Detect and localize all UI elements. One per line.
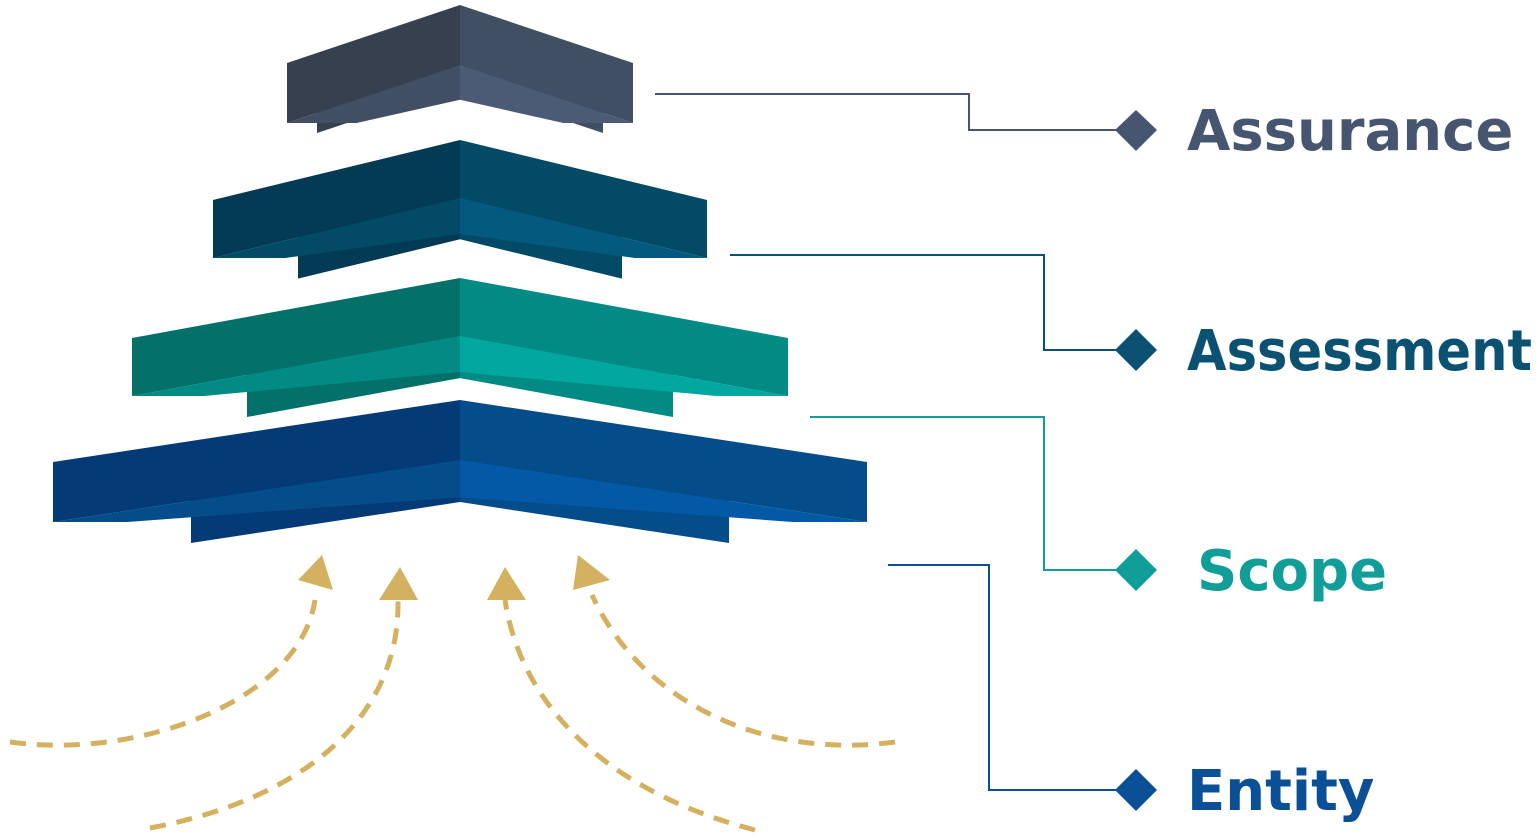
frame-outer-wall xyxy=(213,140,460,258)
layer-frames xyxy=(53,5,867,544)
arrowhead-icon xyxy=(379,567,418,600)
frame-entity xyxy=(53,400,867,544)
frame-scope xyxy=(132,278,788,418)
inflow-arrows xyxy=(9,593,896,833)
inflow-arrow-path xyxy=(502,599,756,833)
label-assurance: Assurance xyxy=(1187,99,1513,164)
label-scope: Scope xyxy=(1197,539,1387,604)
inflow-arrowheads xyxy=(298,555,610,600)
connector-line-entity xyxy=(888,564,1120,791)
label-assessment: Assessment xyxy=(1187,319,1532,384)
frame-assurance xyxy=(287,5,633,134)
diamond-bullet-icon xyxy=(1115,549,1157,591)
frame-rim xyxy=(460,336,788,396)
frame-rim xyxy=(287,65,460,123)
connector-line-assessment xyxy=(730,254,1120,351)
frame-rim xyxy=(460,198,707,258)
frame-outer-wall xyxy=(287,5,460,123)
frame-rim xyxy=(213,198,460,258)
inflow-arrow-path xyxy=(149,599,401,831)
frame-outer-wall xyxy=(53,400,460,522)
connector-line-assurance xyxy=(655,93,1120,131)
frame-rim xyxy=(460,65,633,123)
frame-outer-wall xyxy=(460,400,867,522)
labels: Assurance Assessment Scope Entity xyxy=(1187,99,1532,824)
connector-line-scope xyxy=(810,416,1120,571)
diamond-bullet-icon xyxy=(1115,769,1157,811)
frame-outer-wall xyxy=(132,278,460,396)
frame-rim xyxy=(460,460,867,522)
diamond-bullet-icon xyxy=(1115,110,1157,151)
frame-outer-wall xyxy=(460,140,707,258)
arrowhead-icon xyxy=(487,567,526,600)
frame-assessment xyxy=(213,140,707,279)
connectors xyxy=(655,93,1120,791)
inflow-arrow-path xyxy=(9,599,318,748)
frame-rim xyxy=(132,336,460,396)
frame-rim xyxy=(53,460,460,522)
arrowhead-icon xyxy=(298,555,333,590)
diamond-bullet-icon xyxy=(1115,329,1157,371)
bullets xyxy=(1115,110,1157,811)
arrowhead-icon xyxy=(573,555,610,590)
frame-outer-wall xyxy=(460,278,788,396)
frame-outer-wall xyxy=(460,5,633,123)
inflow-arrow-path xyxy=(589,593,896,748)
label-entity: Entity xyxy=(1187,759,1374,824)
